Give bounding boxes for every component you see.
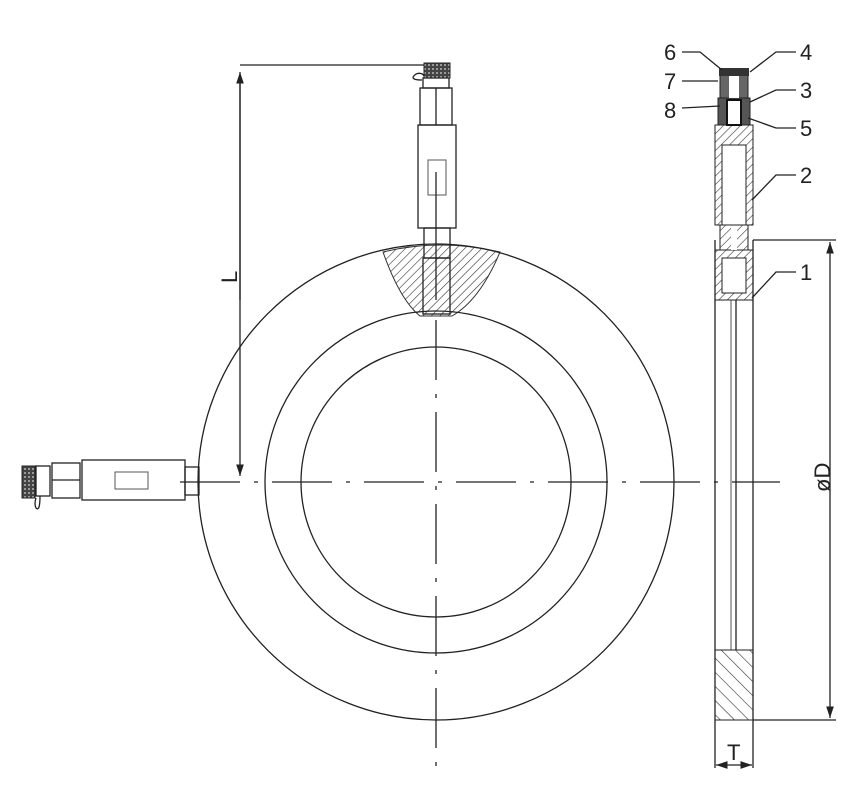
part-label-5: 5 [800, 116, 812, 141]
left-probe [21, 459, 200, 510]
part-label-6: 6 [664, 40, 676, 65]
dimension-T-label: T [727, 740, 740, 765]
part-label-7: 7 [664, 69, 676, 94]
dimension-L: L [217, 64, 424, 476]
part-label-1: 1 [800, 260, 812, 285]
part-label-4: 4 [800, 40, 812, 65]
dimension-L-label: L [217, 271, 242, 283]
leader-lines [681, 51, 796, 299]
knurled-cap [423, 62, 451, 79]
part-label-3: 3 [800, 78, 812, 103]
knurled-cap-left [21, 465, 36, 499]
top-probe [412, 62, 457, 315]
part-label-8: 8 [664, 98, 676, 123]
front-view: L [21, 62, 780, 768]
part-label-2: 2 [800, 163, 812, 188]
side-view: øD T 6 7 8 4 3 5 2 1 [664, 40, 836, 769]
section-hatch [382, 244, 501, 317]
dimension-D-label: øD [810, 463, 835, 492]
